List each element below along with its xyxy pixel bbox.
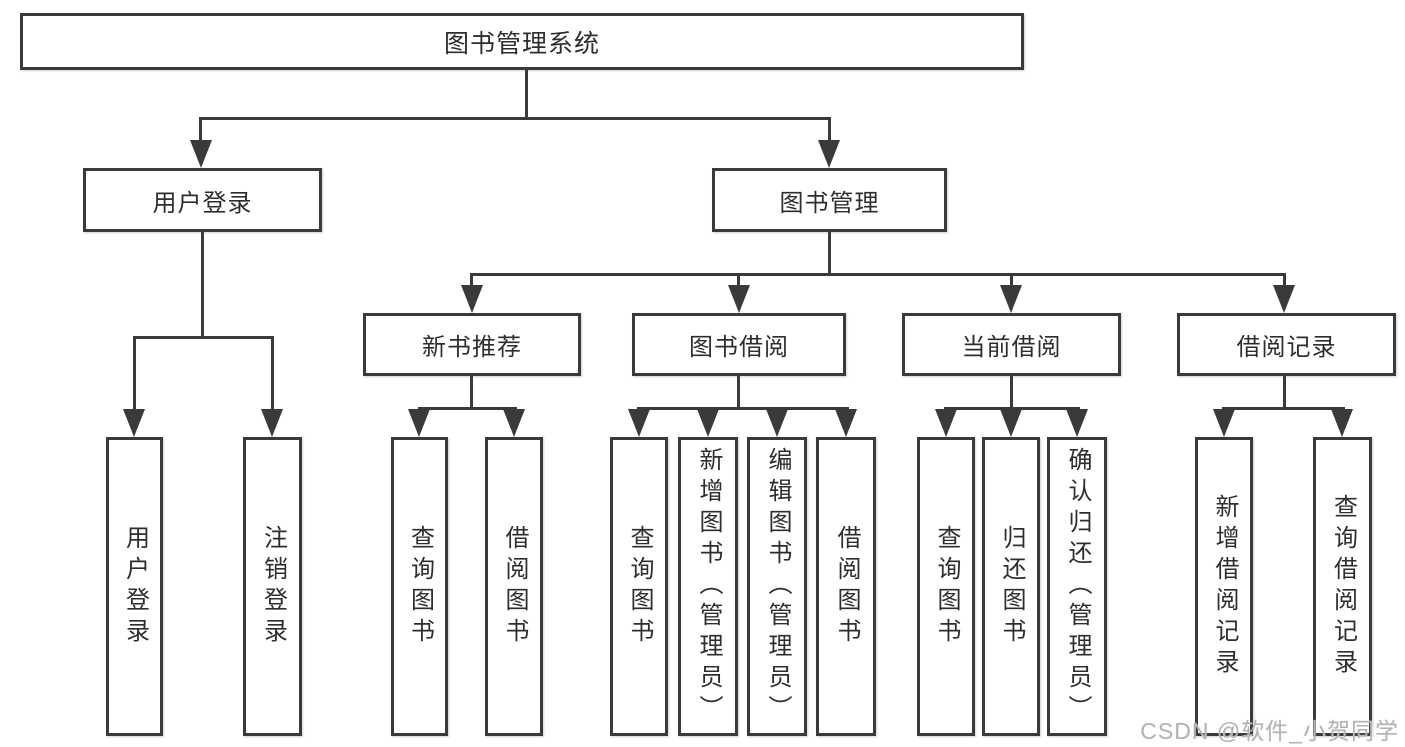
connector-line [470,376,473,410]
connector-line [637,407,849,410]
arrow-down-icon [1066,409,1088,437]
leaf-query-books: 查询图书 [610,437,668,736]
arrow-down-icon [766,409,788,437]
connector-line [133,336,136,411]
connector-line [133,336,274,339]
arrow-down-icon [935,409,957,437]
node-borrow-records: 借阅记录 [1177,313,1396,376]
leaf-label: 查询图书 [626,524,653,649]
leaf-label: 编辑图书（管理员） [764,447,791,726]
arrow-down-icon [1000,285,1022,313]
leaf-label: 借阅图书 [501,524,528,649]
leaf-logout: 注销登录 [243,437,302,736]
connector-line [470,273,473,287]
leaf-label: 新增借阅记录 [1211,493,1238,680]
arrow-down-icon [628,409,650,437]
leaf-label: 确认归还（管理员） [1064,447,1091,726]
csdn-watermark: CSDN @软件_小贺同学 [1140,718,1399,744]
connector-line [525,70,528,120]
leaf-label: 用户登录 [121,524,149,649]
leaf-query-books: 查询图书 [917,437,975,736]
arrow-down-icon [1273,285,1295,313]
connector-line [828,117,831,142]
connector-line [737,273,740,287]
leaf-edit-books-admin: 编辑图书（管理员） [747,437,807,736]
node-new-book-recommend: 新书推荐 [363,313,581,376]
leaf-borrow-books: 借阅图书 [816,437,876,736]
arrow-down-icon [1331,409,1353,437]
arrow-down-icon [461,285,483,313]
arrow-down-icon [408,409,430,437]
connector-line [201,232,204,339]
connector-line [199,117,831,120]
connector-line [1010,273,1013,287]
connector-line [199,117,202,142]
leaf-return-books: 归还图书 [982,437,1040,736]
arrow-down-icon [190,140,212,168]
connector-line [1283,273,1286,287]
arrow-down-icon [1213,409,1235,437]
node-current-borrow: 当前借阅 [902,313,1121,376]
leaf-label: 查询借阅记录 [1329,493,1357,680]
arrow-down-icon [123,409,145,437]
leaf-label: 借阅图书 [833,524,860,649]
leaf-add-books-admin: 新增图书（管理员） [678,437,738,736]
connector-line [470,273,1286,276]
arrow-down-icon [818,140,840,168]
arrow-down-icon [261,409,283,437]
leaf-label: 查询图书 [933,524,960,649]
arrow-down-icon [697,409,719,437]
connector-line [418,407,517,410]
connector-line [1283,376,1286,410]
arrow-down-icon [503,409,525,437]
connector-line [828,232,831,276]
node-library-system: 图书管理系统 [20,13,1024,70]
node-book-management: 图书管理 [712,168,947,232]
leaf-user-login: 用户登录 [106,437,163,736]
leaf-label: 查询图书 [406,524,434,649]
leaf-add-borrow-record: 新增借阅记录 [1195,437,1253,736]
node-user-login: 用户登录 [83,168,322,232]
arrow-down-icon [1000,409,1022,437]
arrow-down-icon [835,409,857,437]
connector-line [1010,376,1013,410]
connector-line [1222,407,1345,410]
connector-line [944,407,1080,410]
leaf-query-borrow-record: 查询借阅记录 [1313,437,1372,736]
leaf-borrow-books: 借阅图书 [485,437,543,736]
arrow-down-icon [728,285,750,313]
leaf-label: 归还图书 [998,524,1025,649]
connector-line [737,376,740,410]
leaf-label: 注销登录 [259,524,287,649]
connector-line [271,336,274,411]
node-book-borrow: 图书借阅 [632,313,846,376]
leaf-confirm-return-admin: 确认归还（管理员） [1047,437,1107,736]
leaf-query-books: 查询图书 [391,437,448,736]
leaf-label: 新增图书（管理员） [695,447,722,726]
